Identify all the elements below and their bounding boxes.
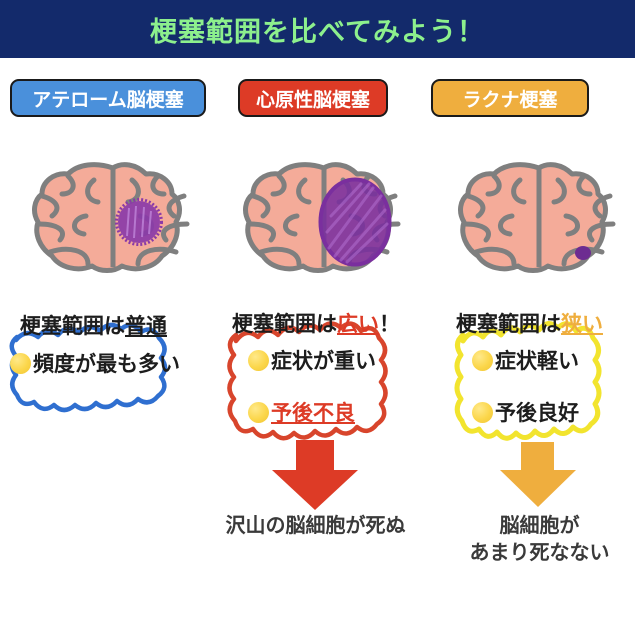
outcome-line-1: 脳細胞が [499, 513, 580, 537]
bullet-dot-icon [248, 401, 269, 423]
bullet-text: 症状が重い [271, 349, 376, 373]
category-label-atherothrombotic[interactable]: アテローム脳梗塞 [10, 79, 206, 117]
headline-lacunar: 梗塞範囲は狭い [456, 308, 603, 338]
bullet-dot-icon [10, 352, 31, 374]
outcome-line: 沢山の脳細胞が死ぬ [225, 513, 406, 537]
category-label-lacunar[interactable]: ラクナ梗塞 [431, 79, 589, 117]
bullet-dot-icon [248, 349, 269, 371]
headline-suffix: ！ [379, 312, 400, 336]
headline-prefix: 梗塞範囲は [456, 312, 561, 336]
arrow-head [500, 470, 576, 507]
category-label-cardiogenic[interactable]: 心原性脳梗塞 [238, 79, 388, 117]
category-label-text: アテローム脳梗塞 [32, 88, 184, 111]
brain-illustration-cardiogenic [237, 160, 412, 278]
bullet-dot-icon [472, 401, 493, 423]
category-label-text: 心原性脳梗塞 [255, 88, 370, 111]
page-title: 梗塞範囲を比べてみよう！ [150, 16, 485, 48]
infarct-lesion-medium [115, 198, 163, 246]
list-item: 予後良好 [472, 397, 579, 427]
bullet-text: 予後良好 [495, 401, 579, 425]
note-cloud-lacunar: 症状軽い 予後良好 [450, 315, 630, 450]
category-label-text: ラクナ梗塞 [462, 88, 558, 111]
list-item: 頻度が最も多い [10, 348, 180, 378]
note-cloud-cardiogenic: 症状が重い 予後不良 [222, 315, 428, 450]
cloud-border [454, 321, 602, 441]
list-item: 症状軽い [472, 345, 579, 375]
headline-emphasis: 普通 [125, 314, 167, 338]
header-bar: 梗塞範囲を比べてみよう！ [0, 0, 635, 58]
brain-illustration-lacunar [452, 160, 627, 278]
cloud-border [9, 322, 168, 413]
brain-outline-shape [32, 162, 190, 273]
headline-atherothrombotic: 梗塞範囲は普通 [20, 310, 167, 340]
brain-outline-shape [458, 162, 616, 273]
infarct-lesion-large [318, 177, 392, 267]
headline-prefix: 梗塞範囲は [20, 314, 125, 338]
infarct-lesion-small [575, 246, 591, 260]
headline-prefix: 梗塞範囲は [232, 312, 337, 336]
cloud-border [227, 321, 388, 441]
arrow-shaft [296, 440, 334, 474]
arrow-shaft [521, 442, 554, 474]
bullet-dot-icon [472, 349, 493, 371]
bullet-text: 症状軽い [495, 349, 579, 373]
headline-emphasis: 狭い [561, 312, 603, 336]
bullet-text: 頻度が最も多い [33, 352, 180, 376]
note-cloud-atherothrombotic: 頻度が最も多い [2, 318, 209, 413]
list-item: 症状が重い [248, 345, 376, 375]
brain-illustration-atherothrombotic [26, 160, 201, 278]
arrow-head [272, 470, 358, 510]
outcome-caption-cardiogenic: 沢山の脳細胞が死ぬ [218, 512, 413, 539]
outcome-line-2: あまり死なない [469, 540, 610, 564]
headline-cardiogenic: 梗塞範囲は広い！ [232, 308, 400, 338]
list-item: 予後不良 [248, 397, 376, 427]
outcome-caption-lacunar: 脳細胞が あまり死なない [452, 512, 627, 566]
headline-emphasis: 広い [337, 312, 379, 336]
bullet-text: 予後不良 [271, 401, 355, 425]
